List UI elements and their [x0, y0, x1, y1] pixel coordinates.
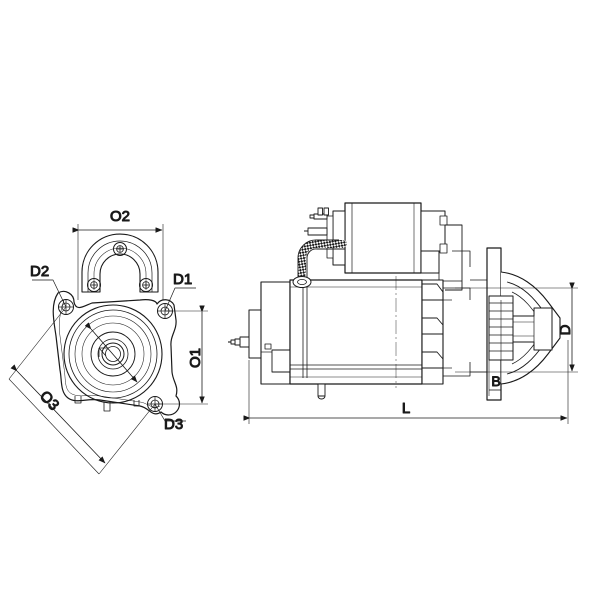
solenoid-body — [304, 202, 448, 274]
dimension-o2 — [72, 224, 164, 300]
dimension-d — [455, 282, 578, 373]
hole-d2 — [32, 279, 74, 315]
c-bracket — [81, 233, 159, 293]
side-view-group: D B L — [228, 202, 578, 424]
dimension-label-o2: O2 — [110, 208, 130, 225]
drive-end-housing — [421, 279, 471, 385]
rear-bracket — [260, 281, 293, 385]
dimension-label-o1: O1 — [187, 348, 204, 368]
dimension-label-b: B — [491, 373, 500, 389]
pilot-bore-circles — [63, 304, 163, 404]
dimension-label-l: L — [402, 400, 410, 417]
braided-cable — [292, 239, 347, 288]
dimension-o3 — [8, 306, 156, 475]
dimension-b — [488, 300, 502, 396]
dimension-o1 — [155, 305, 208, 405]
dimension-l — [243, 340, 569, 424]
dimension-label-d2: D2 — [30, 263, 49, 280]
end-view-group: O2 — [8, 208, 208, 475]
dimension-label-d1: D1 — [173, 271, 192, 288]
dimension-label-d3: D3 — [164, 416, 183, 433]
dimension-label-d: D — [557, 324, 574, 335]
motor-yoke-body — [289, 276, 423, 400]
commutator-end-cap — [228, 309, 262, 359]
